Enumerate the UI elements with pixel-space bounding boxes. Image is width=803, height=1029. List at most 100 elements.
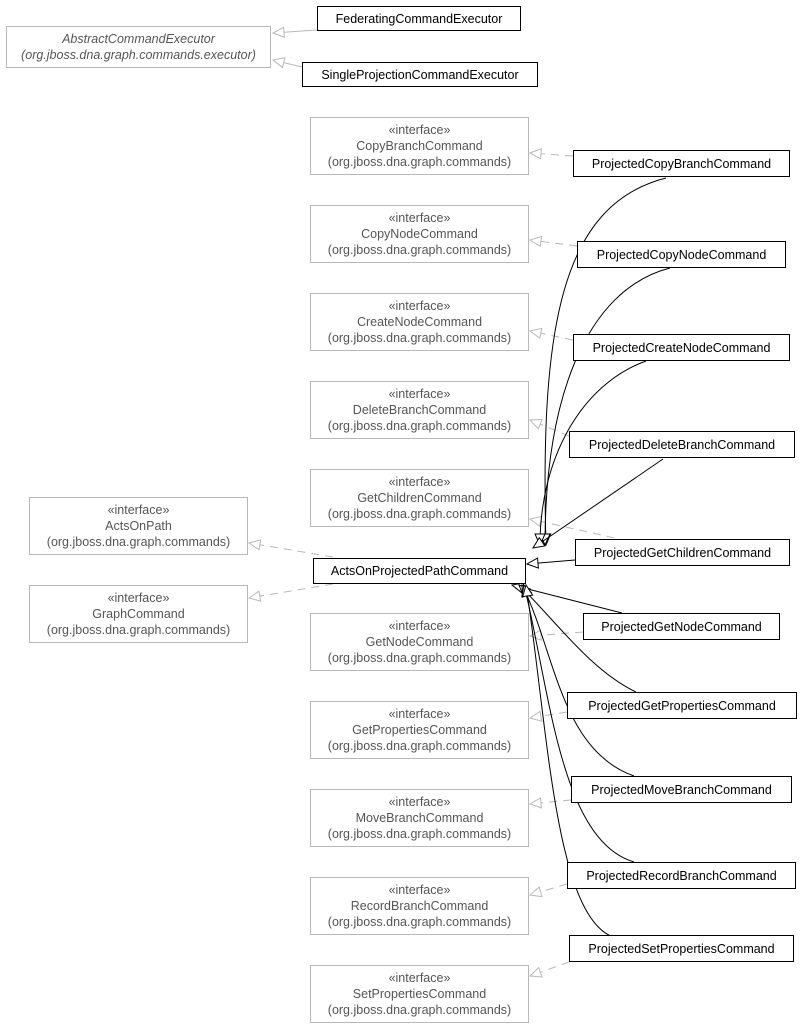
- copy-branch-command-stereotype: «interface»: [388, 123, 451, 137]
- projected-set-properties-command-name: ProjectedSetPropertiesCommand: [588, 941, 775, 956]
- create-node-command-box[interactable]: «interface» CreateNodeCommand (org.jboss…: [310, 293, 529, 351]
- edge-federating-to-abstract: [271, 26, 318, 38]
- projected-create-node-command-name: ProjectedCreateNodeCommand: [592, 340, 771, 355]
- get-node-command-stereotype: «interface»: [388, 619, 451, 633]
- edge-deletebranch-inheritance: [532, 458, 664, 549]
- set-properties-command-package: (org.jboss.dna.graph.commands): [327, 1003, 512, 1017]
- get-children-command-stereotype: «interface»: [388, 475, 451, 489]
- copy-branch-command-name: CopyBranchCommand: [356, 139, 483, 153]
- copy-branch-command-box[interactable]: «interface» CopyBranchCommand (org.jboss…: [310, 117, 529, 175]
- graph-command-package: (org.jboss.dna.graph.commands): [46, 623, 231, 637]
- get-properties-command-package: (org.jboss.dna.graph.commands): [327, 739, 512, 753]
- delete-branch-command-stereotype: «interface»: [388, 387, 451, 401]
- set-properties-command-box[interactable]: «interface» SetPropertiesCommand (org.jb…: [310, 965, 529, 1023]
- set-properties-command-name: SetPropertiesCommand: [352, 987, 487, 1001]
- projected-record-branch-command-name: ProjectedRecordBranchCommand: [586, 868, 777, 883]
- federating-command-executor-box[interactable]: FederatingCommandExecutor: [317, 6, 521, 31]
- edge-copynode-realization: [528, 235, 578, 248]
- create-node-command-name: CreateNodeCommand: [356, 315, 483, 329]
- acts-on-path-stereotype: «interface»: [107, 503, 170, 517]
- projected-record-branch-command-box[interactable]: ProjectedRecordBranchCommand: [567, 862, 796, 889]
- projected-set-properties-command-box[interactable]: ProjectedSetPropertiesCommand: [569, 935, 794, 962]
- projected-copy-branch-command-name: ProjectedCopyBranchCommand: [591, 156, 772, 171]
- edge-recordbranch-realization: [528, 883, 568, 898]
- edge-singleprojection-to-abstract: [271, 57, 303, 69]
- projected-get-properties-command-box[interactable]: ProjectedGetPropertiesCommand: [567, 692, 797, 719]
- edge-copybranch-realization: [528, 148, 574, 160]
- edge-getchildren-realization: [528, 515, 629, 542]
- get-properties-command-box[interactable]: «interface» GetPropertiesCommand (org.jb…: [310, 701, 529, 759]
- single-projection-command-executor-name: SingleProjectionCommandExecutor: [321, 67, 519, 82]
- graph-command-stereotype: «interface»: [107, 591, 170, 605]
- move-branch-command-stereotype: «interface»: [388, 795, 451, 809]
- projected-create-node-command-box[interactable]: ProjectedCreateNodeCommand: [573, 334, 790, 361]
- abstract-command-executor-name: AbstractCommandExecutor: [62, 32, 215, 46]
- edge-copynode-inheritance: [539, 267, 671, 547]
- create-node-command-stereotype: «interface»: [388, 299, 451, 313]
- projected-delete-branch-command-name: ProjectedDeleteBranchCommand: [588, 437, 776, 452]
- edge-createnode-inheritance: [534, 360, 647, 547]
- projected-get-node-command-box[interactable]: ProjectedGetNodeCommand: [583, 613, 780, 640]
- move-branch-command-package: (org.jboss.dna.graph.commands): [327, 827, 512, 841]
- get-children-command-box[interactable]: «interface» GetChildrenCommand (org.jbos…: [310, 469, 529, 527]
- get-properties-command-stereotype: «interface»: [388, 707, 451, 721]
- get-node-command-package: (org.jboss.dna.graph.commands): [327, 651, 512, 665]
- delete-branch-command-box[interactable]: «interface» DeleteBranchCommand (org.jbo…: [310, 381, 529, 439]
- federating-command-executor-name: FederatingCommandExecutor: [335, 11, 503, 26]
- move-branch-command-name: MoveBranchCommand: [355, 811, 484, 825]
- projected-get-children-command-box[interactable]: ProjectedGetChildrenCommand: [575, 539, 790, 566]
- set-properties-command-stereotype: «interface»: [388, 971, 451, 985]
- projected-delete-branch-command-box[interactable]: ProjectedDeleteBranchCommand: [569, 431, 795, 458]
- edge-getnode-realization: [528, 629, 584, 641]
- graph-command-name: GraphCommand: [92, 607, 185, 621]
- record-branch-command-name: RecordBranchCommand: [350, 899, 489, 913]
- get-properties-command-name: GetPropertiesCommand: [352, 723, 487, 737]
- graph-command-box[interactable]: «interface» GraphCommand (org.jboss.dna.…: [29, 585, 248, 643]
- acts-on-projected-path-command-name: ActsOnProjectedPathCommand: [330, 564, 509, 578]
- edge-getproperties-realization: [528, 710, 568, 722]
- edge-copybranch-inheritance: [539, 177, 667, 547]
- edge-setproperties-inheritance: [522, 583, 614, 938]
- edge-movebranch-inheritance: [521, 583, 635, 777]
- projected-get-properties-command-name: ProjectedGetPropertiesCommand: [588, 698, 776, 713]
- delete-branch-command-package: (org.jboss.dna.graph.commands): [327, 419, 512, 433]
- projected-move-branch-command-box[interactable]: ProjectedMoveBranchCommand: [571, 776, 792, 803]
- edge-movebranch-realization: [528, 797, 572, 809]
- get-node-command-box[interactable]: «interface» GetNodeCommand (org.jboss.dn…: [310, 613, 529, 671]
- edge-getchildren-inheritance: [525, 557, 576, 569]
- copy-node-command-name: CopyNodeCommand: [361, 227, 478, 241]
- edge-recordbranch-inheritance: [521, 583, 635, 863]
- copy-branch-command-package: (org.jboss.dna.graph.commands): [327, 155, 512, 169]
- abstract-command-executor-package: (org.jboss.dna.graph.commands.executor): [21, 48, 256, 62]
- acts-on-path-name: ActsOnPath: [105, 519, 172, 533]
- record-branch-command-stereotype: «interface»: [388, 883, 451, 897]
- single-projection-command-executor-box[interactable]: SingleProjectionCommandExecutor: [302, 62, 538, 87]
- record-branch-command-package: (org.jboss.dna.graph.commands): [327, 915, 512, 929]
- record-branch-command-box[interactable]: «interface» RecordBranchCommand (org.jbo…: [310, 877, 529, 935]
- projected-get-node-command-name: ProjectedGetNodeCommand: [601, 619, 762, 634]
- projected-copy-node-command-name: ProjectedCopyNodeCommand: [596, 247, 767, 262]
- acts-on-projected-path-command-box[interactable]: ActsOnProjectedPathCommand: [313, 558, 526, 584]
- edge-projectedpath-to-actsonpath: [247, 539, 334, 558]
- create-node-command-package: (org.jboss.dna.graph.commands): [327, 331, 512, 345]
- edge-setproperties-realization: [528, 961, 570, 978]
- edge-projectedpath-to-graphcommand: [247, 583, 334, 602]
- get-children-command-name: GetChildrenCommand: [357, 491, 482, 505]
- copy-node-command-stereotype: «interface»: [388, 211, 451, 225]
- projected-get-children-command-name: ProjectedGetChildrenCommand: [593, 545, 772, 560]
- acts-on-path-package: (org.jboss.dna.graph.commands): [46, 535, 231, 549]
- edge-deletebranch-realization: [528, 419, 570, 437]
- copy-node-command-package: (org.jboss.dna.graph.commands): [327, 243, 512, 257]
- projected-copy-node-command-box[interactable]: ProjectedCopyNodeCommand: [577, 241, 786, 268]
- get-node-command-name: GetNodeCommand: [365, 635, 474, 649]
- acts-on-path-box[interactable]: «interface» ActsOnPath (org.jboss.dna.gr…: [29, 497, 248, 555]
- abstract-command-executor-box[interactable]: AbstractCommandExecutor (org.jboss.dna.g…: [6, 26, 271, 68]
- get-children-command-package: (org.jboss.dna.graph.commands): [327, 507, 512, 521]
- move-branch-command-box[interactable]: «interface» MoveBranchCommand (org.jboss…: [310, 789, 529, 847]
- edge-createnode-realization: [528, 327, 574, 341]
- copy-node-command-box[interactable]: «interface» CopyNodeCommand (org.jboss.d…: [310, 205, 529, 263]
- projected-move-branch-command-name: ProjectedMoveBranchCommand: [591, 782, 772, 797]
- projected-copy-branch-command-box[interactable]: ProjectedCopyBranchCommand: [573, 150, 790, 177]
- delete-branch-command-name: DeleteBranchCommand: [352, 403, 487, 417]
